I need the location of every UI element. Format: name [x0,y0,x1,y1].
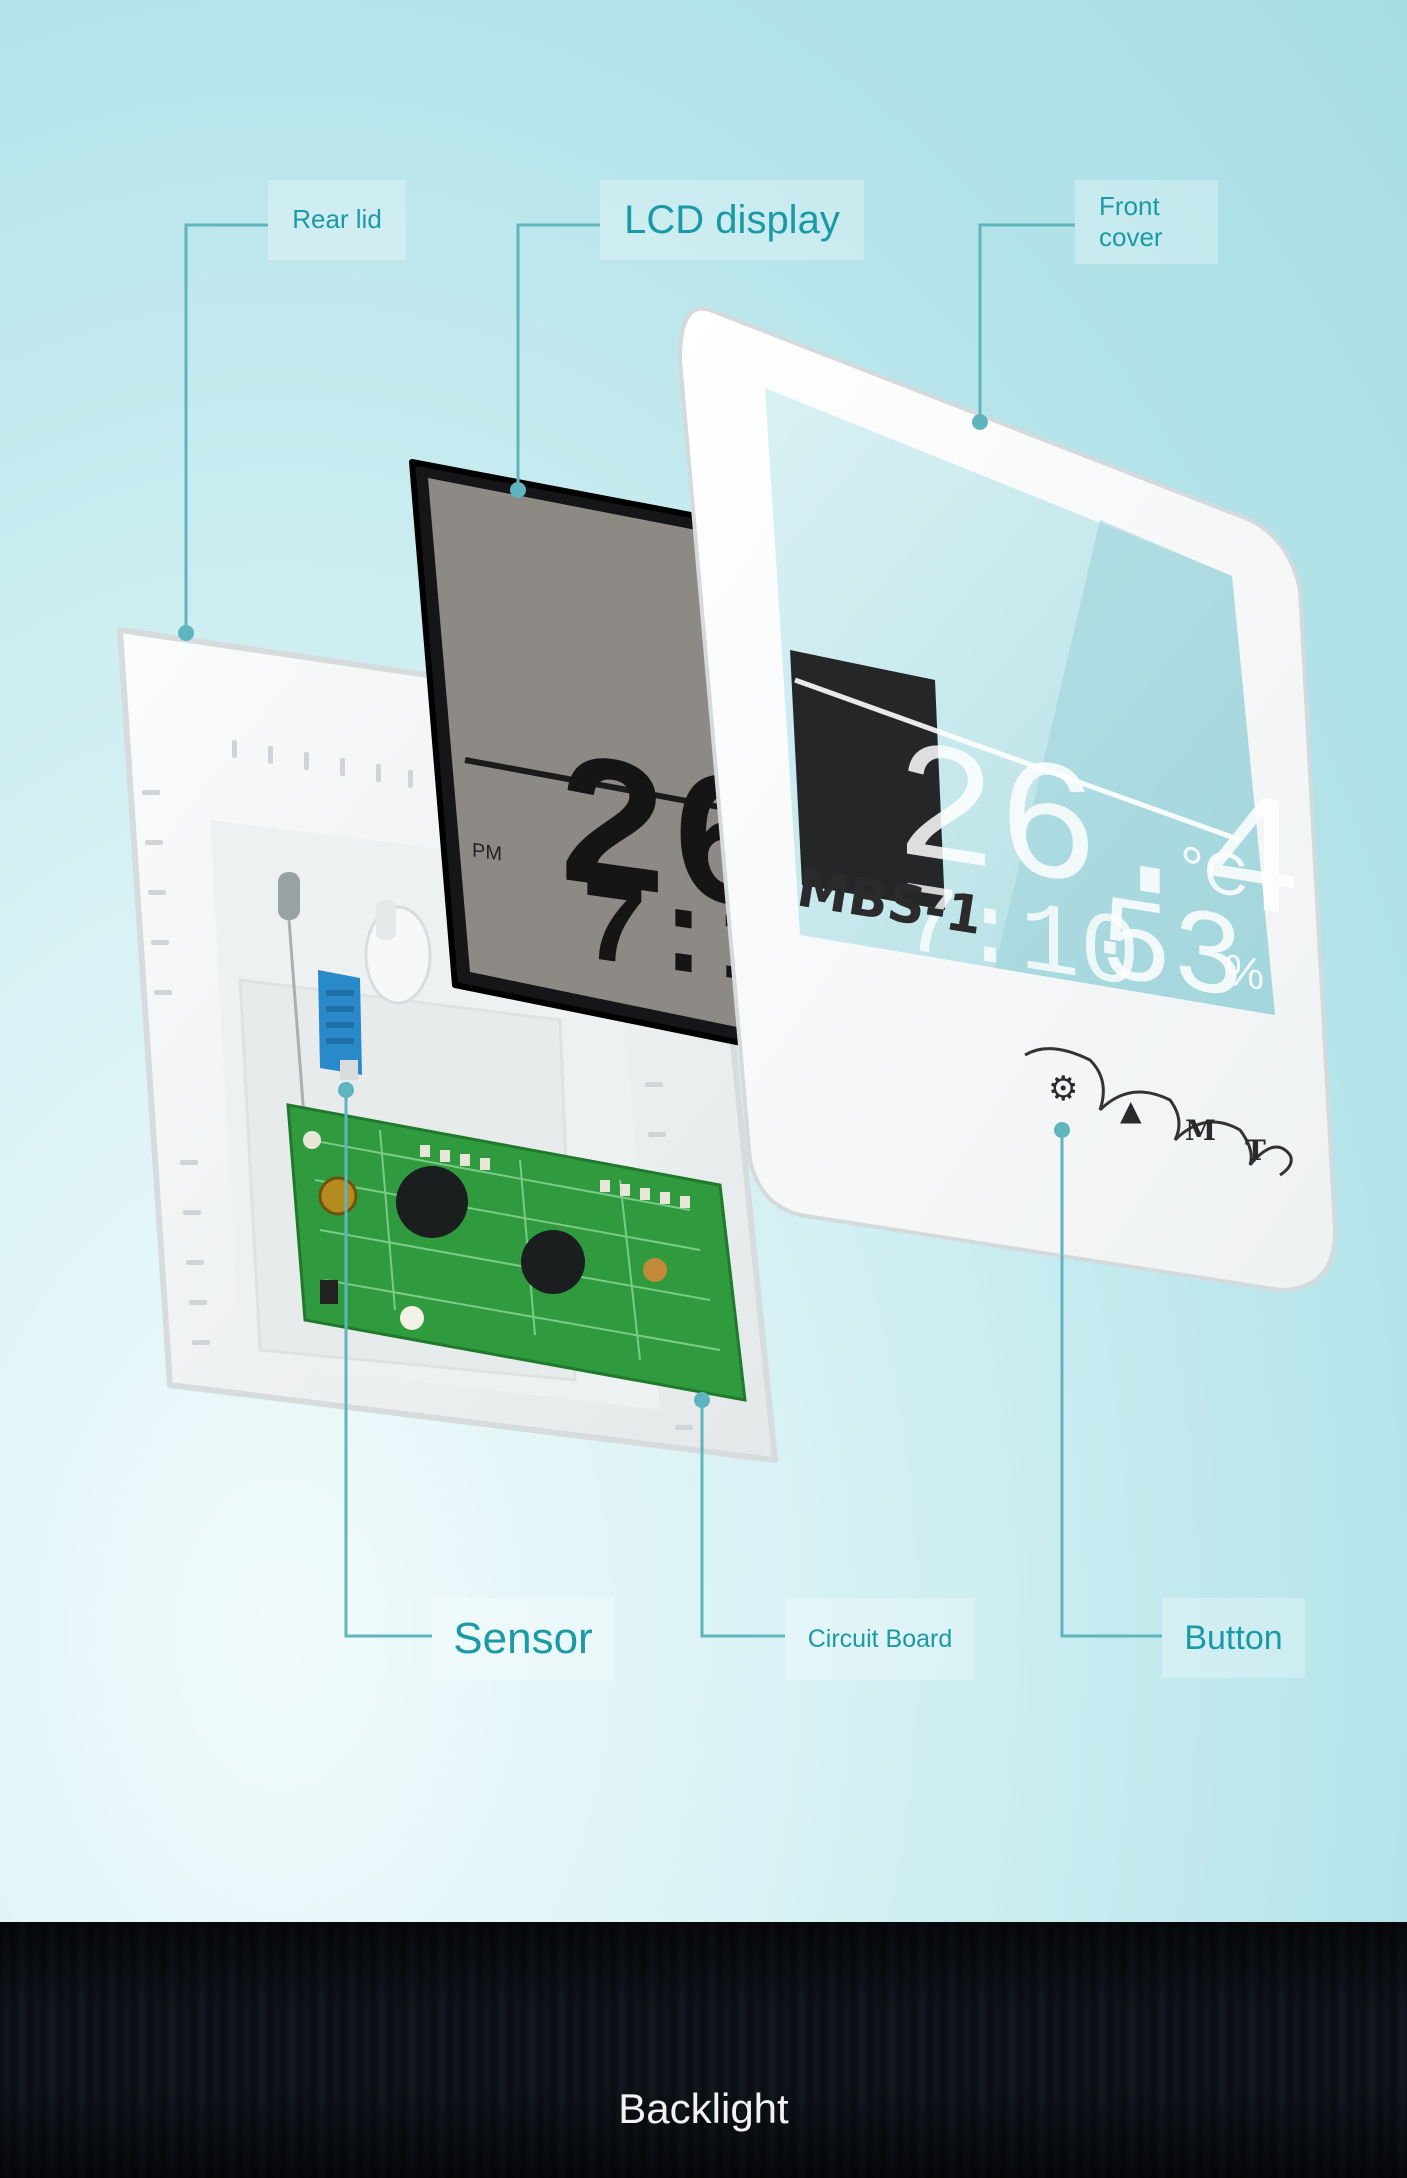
front-temperature-unit: °C [1180,832,1247,910]
leader-lines [184,223,1162,1638]
front-humidity-text: 53 [1100,875,1244,1034]
circuit-board [286,1103,747,1402]
mode-button-t[interactable]: T [1245,1134,1266,1167]
mode-button-m[interactable]: M [1185,1114,1216,1147]
leader-dots [178,414,1070,1408]
exploded-thermometer-illustration: 26 7:10 PM 26.4 °C 7:10 53 % MBS-1 [117,223,1338,1638]
lcd-display-label: LCD display [600,180,864,260]
circuit-board-leader [700,1400,785,1638]
front-cover: 26.4 °C 7:10 53 % MBS-1 ⚙ ▲ M T [677,306,1338,1293]
up-arrow-icon[interactable]: ▲ [1120,1094,1142,1127]
sensor-label: Sensor [432,1598,614,1680]
rear-lid-leader [184,223,268,633]
exploded-view-panel: 26 7:10 PM 26.4 °C 7:10 53 % MBS-1 [0,0,1407,1922]
lcd-pm-text: PM [472,839,502,865]
front-humidity-unit: % [1225,945,1264,1000]
backlight-section [0,1922,1407,2178]
rear-lid-label: Rear lid [268,180,406,260]
circuit-board-label: Circuit Board [785,1598,975,1680]
gear-icon[interactable]: ⚙ [1048,1069,1078,1109]
backlight-title: Backlight [618,2085,789,2132]
sensor-module [318,970,362,1080]
front-cover-label: Front cover [1075,180,1218,264]
sensor-leader [344,1090,432,1638]
button-leader [1060,1130,1162,1638]
front-buttons [1024,1047,1293,1177]
lcd-leader [516,223,600,490]
front-cover-leader [978,223,1075,422]
button-label: Button [1162,1598,1305,1678]
